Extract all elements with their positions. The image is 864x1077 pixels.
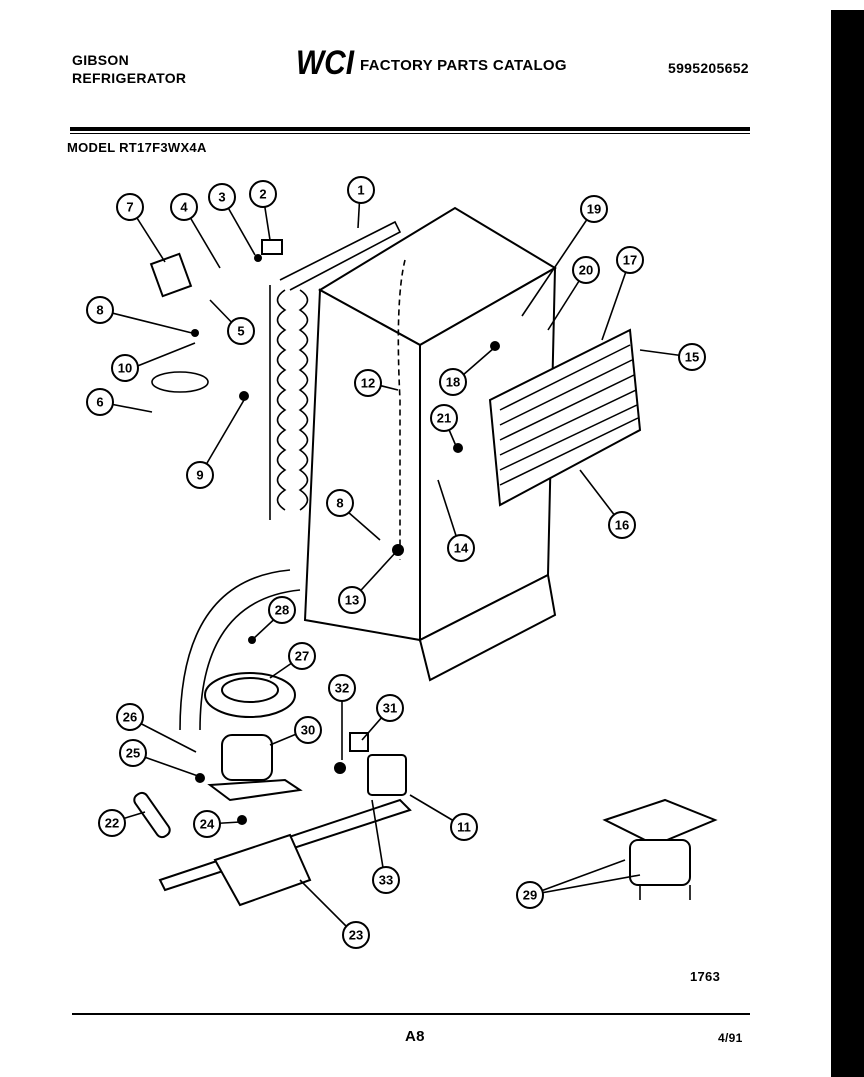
header-rule: [70, 127, 750, 131]
callout-8a: 8: [86, 296, 114, 324]
callout-20: 20: [572, 256, 600, 284]
callout-label: 16: [615, 518, 629, 533]
model-number: MODEL RT17F3WX4A: [67, 140, 207, 155]
brand-line2: REFRIGERATOR: [72, 70, 187, 86]
callout-23: 23: [342, 921, 370, 949]
header-rule-thin: [70, 133, 750, 134]
callout-label: 27: [295, 649, 309, 664]
callout-label: 5: [237, 324, 244, 339]
callout-17: 17: [616, 246, 644, 274]
callout-label: 22: [105, 816, 119, 831]
footer-rule: [72, 1013, 750, 1015]
callout-label: 28: [275, 603, 289, 618]
callout-label: 25: [126, 746, 140, 761]
callout-label: 7: [126, 200, 133, 215]
callout-22: 22: [98, 809, 126, 837]
callout-label: 8: [96, 303, 103, 318]
revision-date: 4/91: [718, 1031, 743, 1045]
compressor: [207, 734, 303, 802]
callout-label: 12: [361, 376, 375, 391]
callout-label: 8: [336, 496, 343, 511]
callout-2: 2: [249, 180, 277, 208]
callout-10: 10: [111, 354, 139, 382]
figure-number: 1763: [690, 969, 721, 984]
callout-label: 26: [123, 710, 137, 725]
callout-label: 9: [196, 468, 203, 483]
callout-label: 4: [180, 200, 188, 215]
part-number: 5995205652: [668, 60, 749, 76]
cabinet: [303, 206, 557, 682]
callout-label: 11: [457, 820, 471, 835]
callout-27: 27: [288, 642, 316, 670]
callout-19: 19: [580, 195, 608, 223]
callout-label: 21: [437, 411, 451, 426]
evaporator: [488, 328, 642, 507]
callout-label: 14: [454, 541, 469, 556]
wci-logo: WCI: [296, 44, 355, 80]
power-cord: [151, 371, 209, 393]
drain-tube: [397, 259, 406, 560]
callout-label: 33: [379, 873, 393, 888]
callout-label: 2: [259, 187, 266, 202]
callout-label: 19: [587, 202, 601, 217]
callout-label: 18: [446, 375, 460, 390]
callout-24: 24: [193, 810, 221, 838]
callout-label: 6: [96, 395, 103, 410]
callout-26: 26: [116, 703, 144, 731]
callout-13: 13: [338, 586, 366, 614]
callout-31: 31: [376, 694, 404, 722]
callout-label: 10: [118, 361, 132, 376]
callout-33: 33: [372, 866, 400, 894]
callout-label: 3: [218, 190, 225, 205]
fan-motor: [602, 798, 718, 900]
callout-7: 7: [116, 193, 144, 221]
callout-29: 29: [516, 881, 544, 909]
callout-label: 13: [345, 593, 359, 608]
callout-15: 15: [678, 343, 706, 371]
defrost-hose: [179, 569, 291, 731]
callout-8b: 8: [326, 489, 354, 517]
callout-32: 32: [328, 674, 356, 702]
callout-6: 6: [86, 388, 114, 416]
clip-2: [261, 239, 283, 255]
callout-label: 20: [579, 263, 593, 278]
relay: [367, 754, 407, 796]
callout-14: 14: [447, 534, 475, 562]
callout-30: 30: [294, 716, 322, 744]
bracket-7: [149, 252, 193, 298]
scan-edge-bar: [831, 10, 864, 1077]
catalog-title: FACTORY PARTS CATALOG: [360, 57, 567, 74]
callout-9: 9: [186, 461, 214, 489]
callout-label: 30: [301, 723, 315, 738]
callout-label: 15: [685, 350, 699, 365]
callout-label: 1: [357, 183, 364, 198]
callout-12: 12: [354, 369, 382, 397]
page-number: A8: [405, 1028, 425, 1045]
drier: [133, 791, 171, 839]
callout-28: 28: [268, 596, 296, 624]
callout-25: 25: [119, 739, 147, 767]
callout-11: 11: [450, 813, 478, 841]
callout-label: 17: [623, 253, 637, 268]
callout-label: 32: [335, 681, 349, 696]
callout-3: 3: [208, 183, 236, 211]
callout-16: 16: [608, 511, 636, 539]
callout-21: 21: [430, 404, 458, 432]
svg-text:WCI: WCI: [296, 44, 355, 80]
callout-label: 24: [200, 817, 215, 832]
callout-label: 23: [349, 928, 363, 943]
leader-lines: [99, 191, 693, 936]
callout-4: 4: [170, 193, 198, 221]
callout-5: 5: [227, 317, 255, 345]
brand-line1: GIBSON: [72, 52, 130, 68]
callout-label: 31: [383, 701, 397, 716]
condenser-coil: [269, 220, 402, 520]
callout-label: 29: [523, 888, 537, 903]
base-rail: [158, 798, 412, 907]
callout-18: 18: [439, 368, 467, 396]
callout-1: 1: [347, 176, 375, 204]
